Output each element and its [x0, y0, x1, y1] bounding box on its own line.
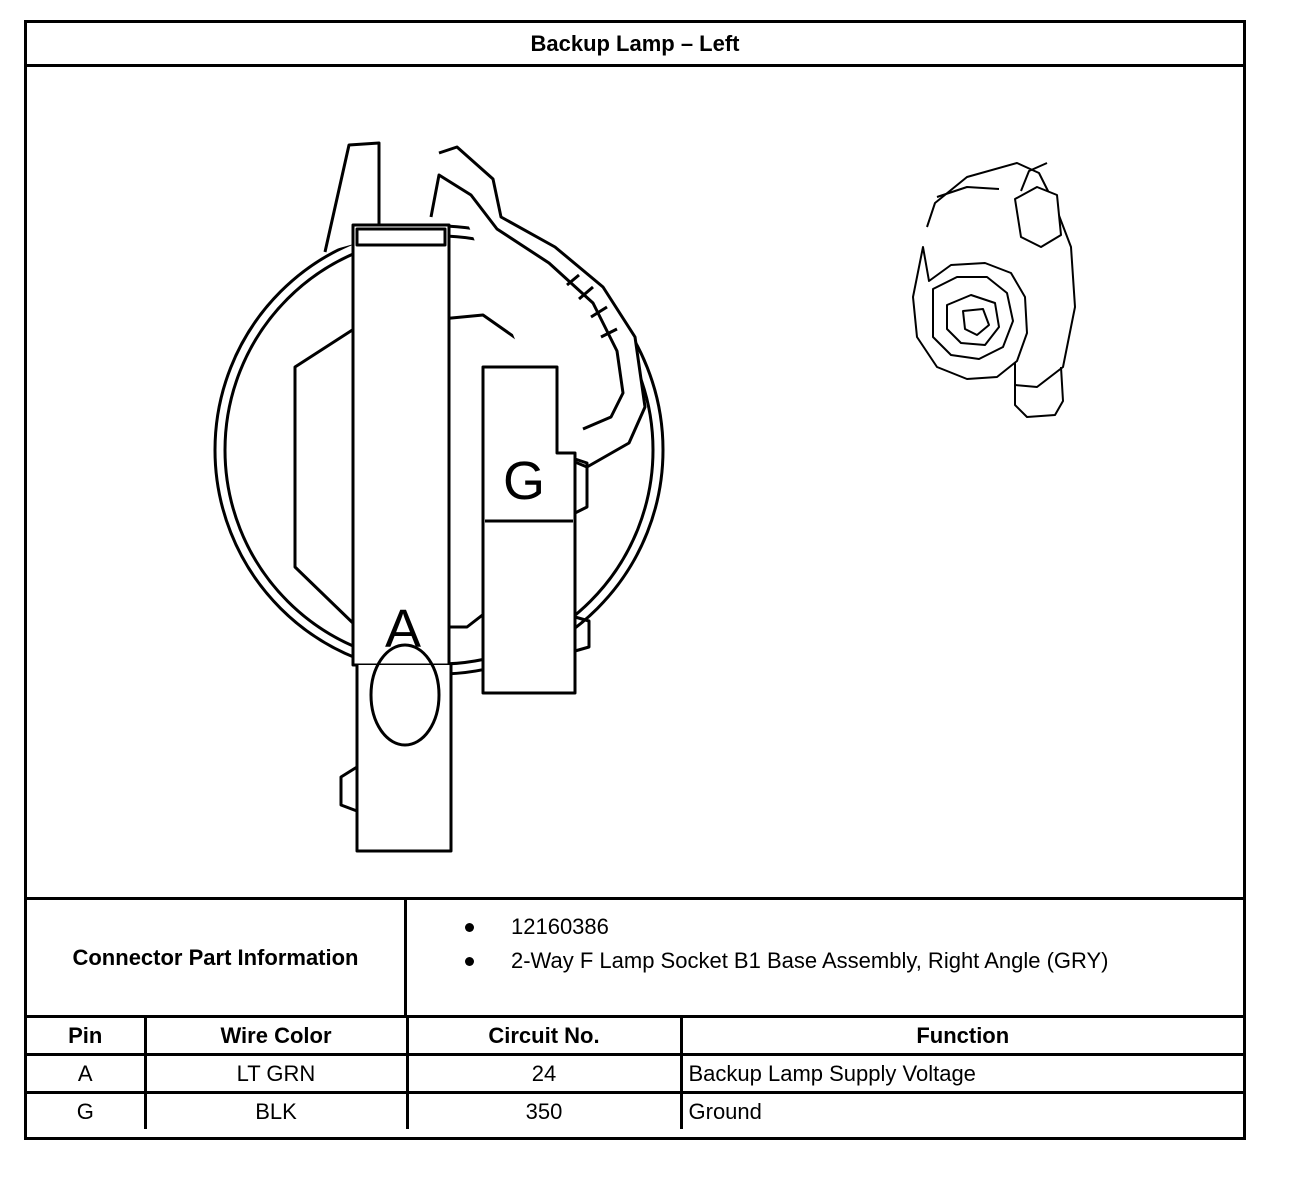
- cavity-label-g: G: [503, 451, 545, 511]
- connector-info-row: Connector Part Information 12160386 2-Wa…: [27, 900, 1243, 1018]
- cell-wire-color: LT GRN: [143, 1053, 409, 1094]
- connector-face-svg: A G: [213, 141, 1076, 853]
- terminal-g-tab-lower: [574, 615, 591, 653]
- cell-circuit-no: 350: [405, 1091, 683, 1129]
- table-row: A LT GRN 24 Backup Lamp Supply Voltage: [27, 1053, 1243, 1094]
- header-wire-color: Wire Color: [143, 1018, 409, 1056]
- locking-arm: [438, 145, 647, 469]
- terminal-a-clip: [339, 765, 358, 813]
- connector-info-item: 12160386: [407, 910, 1243, 944]
- cell-function: Backup Lamp Supply Voltage: [679, 1053, 1243, 1094]
- connector-info-list: 12160386 2-Way F Lamp Socket B1 Base Ass…: [407, 900, 1243, 1025]
- cell-function: Ground: [679, 1091, 1243, 1129]
- cell-pin: G: [27, 1091, 147, 1129]
- part-number: 12160386: [511, 914, 609, 939]
- part-description: 2-Way F Lamp Socket B1 Base Assembly, Ri…: [511, 948, 1109, 973]
- header-function: Function: [679, 1018, 1243, 1056]
- bullet-icon: [465, 957, 474, 966]
- connector-info-item: 2-Way F Lamp Socket B1 Base Assembly, Ri…: [407, 944, 1243, 978]
- header-circuit-no: Circuit No.: [405, 1018, 683, 1056]
- cell-circuit-no: 24: [405, 1053, 683, 1094]
- page-title: Backup Lamp – Left: [27, 23, 1243, 67]
- cavity-label-a: A: [385, 599, 421, 659]
- terminal-blade-g: [481, 365, 577, 695]
- connector-sheet: Backup Lamp – Left: [24, 20, 1246, 1140]
- cell-wire-color: BLK: [143, 1091, 409, 1129]
- terminal-blade-a-edge: [355, 227, 447, 247]
- locking-arm-ridges: [566, 273, 618, 339]
- table-row: G BLK 350 Ground: [27, 1091, 1243, 1129]
- connector-info-label: Connector Part Information: [27, 900, 407, 1015]
- pin-table-header: Pin Wire Color Circuit No. Function: [27, 1018, 1243, 1056]
- cell-pin: A: [27, 1053, 147, 1094]
- terminal-a-oval: [369, 643, 441, 747]
- terminal-blade-a: [351, 223, 451, 667]
- bullet-icon: [465, 923, 474, 932]
- connector-drawing: A G: [27, 67, 1243, 900]
- header-pin: Pin: [27, 1018, 147, 1056]
- socket-iso-view: [912, 162, 1076, 418]
- terminal-g-tab-upper: [574, 457, 589, 515]
- terminal-a-lower: [355, 665, 453, 853]
- pin-table: Pin Wire Color Circuit No. Function A LT…: [27, 1018, 1243, 1129]
